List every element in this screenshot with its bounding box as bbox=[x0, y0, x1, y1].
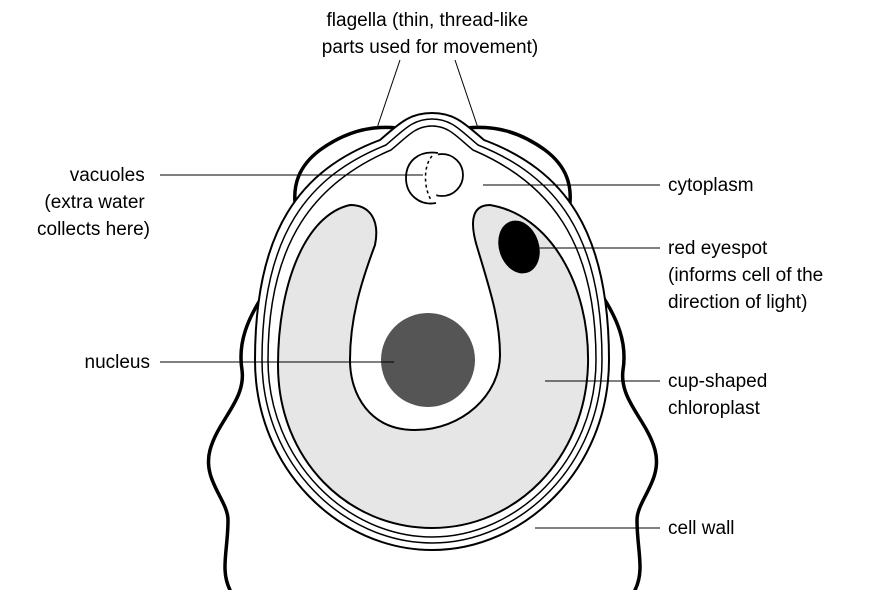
flagella-leader-right bbox=[455, 60, 478, 128]
label-flagella: flagella (thin, thread-like parts used f… bbox=[322, 10, 538, 58]
flagella-leader-left bbox=[377, 60, 400, 128]
label-eyespot: red eyespot (informs cell of the directi… bbox=[668, 238, 829, 313]
label-cytoplasm: cytoplasm bbox=[668, 175, 754, 196]
label-chloroplast: cup-shaped chloroplast bbox=[668, 371, 773, 419]
label-vacuoles: vacuoles (extra water collects here) bbox=[37, 165, 150, 240]
nucleus bbox=[381, 313, 475, 407]
label-cell-wall: cell wall bbox=[668, 518, 735, 539]
label-nucleus: nucleus bbox=[85, 352, 151, 373]
